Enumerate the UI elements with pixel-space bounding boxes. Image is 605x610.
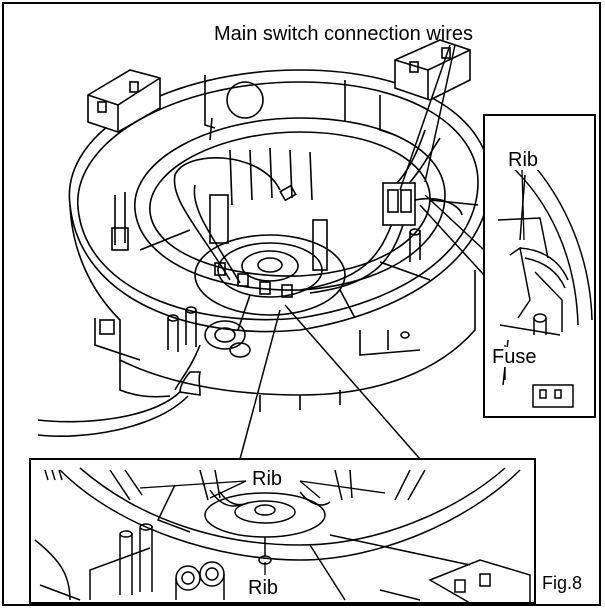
appliance-base	[37, 39, 491, 438]
label-main-switch-wires: Main switch connection wires	[214, 23, 473, 45]
label-rib-bottom-inset: Rib	[250, 468, 285, 490]
figure-number: Fig.8	[542, 573, 583, 593]
label-fuse: Fuse	[490, 346, 539, 368]
bottom-inset	[29, 304, 536, 604]
label-rib-right-inset: Rib	[506, 149, 541, 171]
label-rib-bottom-lower: Rib	[246, 577, 281, 599]
leader-lines	[399, 44, 456, 191]
